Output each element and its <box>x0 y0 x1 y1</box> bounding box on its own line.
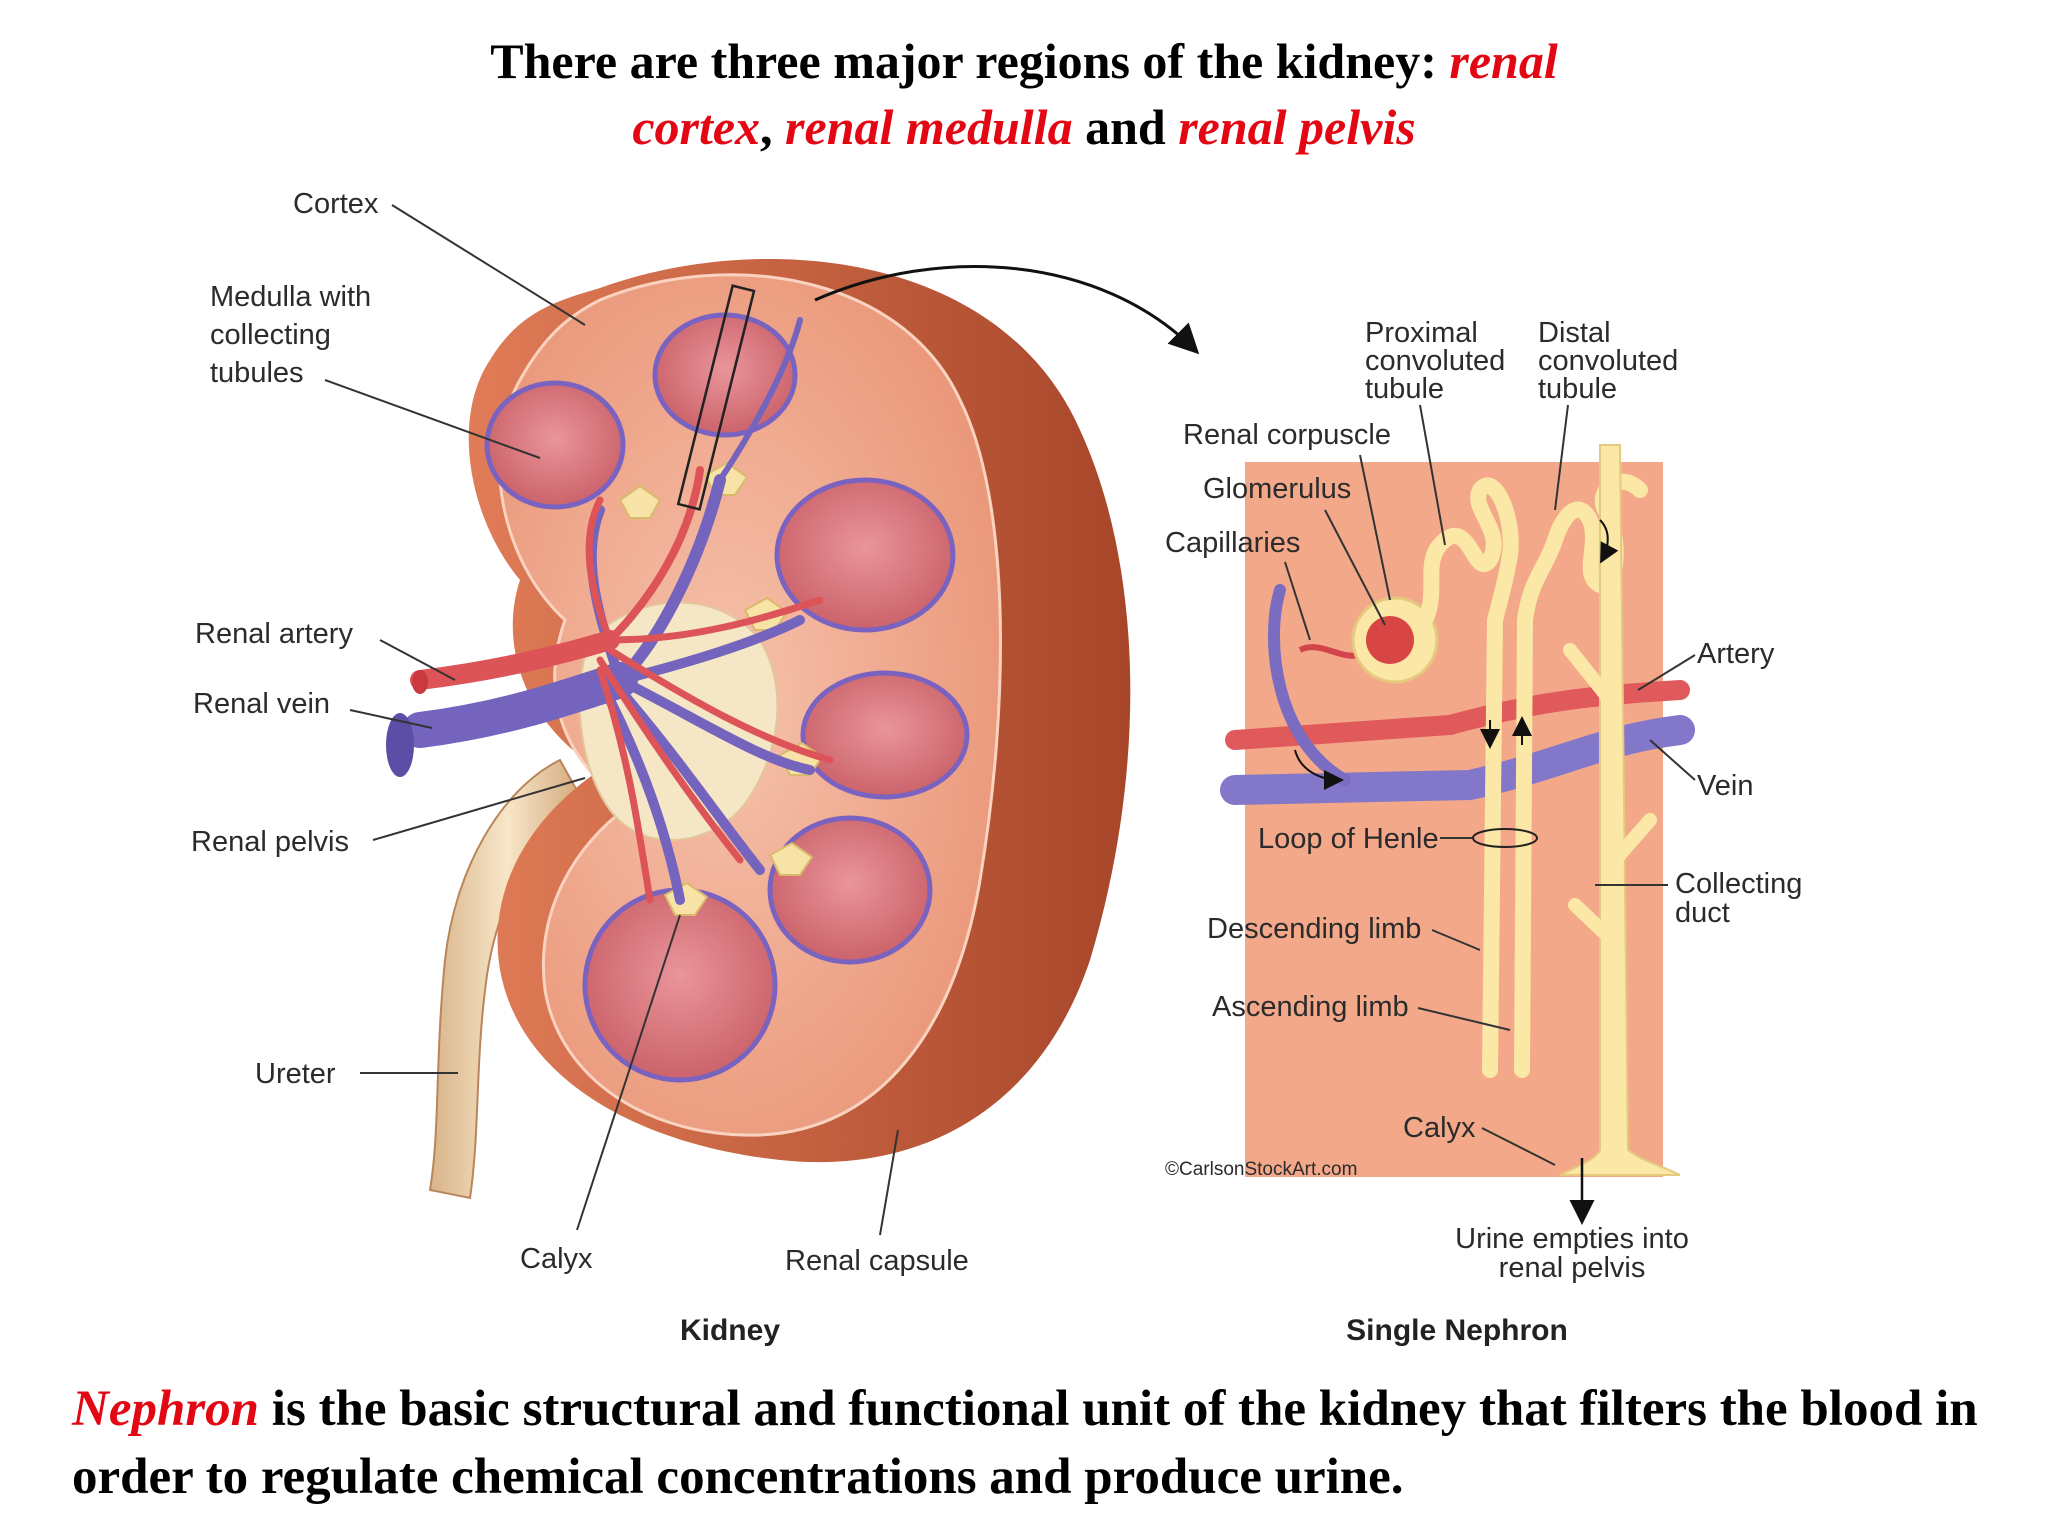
label-calyx: Calyx <box>520 1243 593 1275</box>
calyx-shape <box>618 484 662 519</box>
label-renal-vein: Renal vein <box>193 688 330 720</box>
leader-glomerulus <box>1324 509 1386 626</box>
collecting-duct-branch <box>1563 643 1617 707</box>
nephron-artery-band <box>1225 680 1690 750</box>
label-urine-line-1: Urine empties into <box>1455 1223 1689 1255</box>
leader-renal-vein <box>349 709 433 729</box>
label-nephron-calyx: Calyx <box>1403 1112 1476 1144</box>
leader-renal-corpuscle <box>1359 454 1391 601</box>
leader-nephron-calyx <box>1481 1127 1556 1166</box>
definition-text: is the basic structural and functional u… <box>72 1381 1978 1505</box>
medullary-pyramid <box>800 670 970 800</box>
label-dct-line-1: Distal <box>1538 317 1611 349</box>
title-term-pelvis: renal pelvis <box>1178 99 1416 155</box>
leader-vein <box>1649 739 1696 781</box>
copyright-notice: ©CarlsonStockArt.com <box>1165 1159 1357 1180</box>
label-cortex: Cortex <box>293 188 379 220</box>
label-renal-capsule: Renal capsule <box>785 1245 969 1277</box>
nephron-zoom-box <box>676 284 756 511</box>
medullary-pyramid <box>652 312 798 438</box>
flow-arrow <box>1294 749 1344 790</box>
title-separator-2: and <box>1072 99 1179 155</box>
label-capillaries: Capillaries <box>1165 527 1300 559</box>
nephron-illustration <box>1220 444 1695 1225</box>
label-pct-line-1: Proximal <box>1365 317 1478 349</box>
label-pct-line-2: convoluted <box>1365 345 1505 377</box>
title-term-cortex: cortex <box>632 99 761 155</box>
flow-arrow <box>1599 519 1619 564</box>
label-collecting-duct-line-2: duct <box>1675 897 1730 929</box>
kidney-illustration <box>386 258 1200 1200</box>
title-separator-1: , <box>760 99 786 155</box>
medullary-pyramid <box>484 380 626 510</box>
zoom-arrow <box>814 265 1200 355</box>
kidney-caption: Kidney <box>680 1314 780 1347</box>
loop-of-henle-marker <box>1472 828 1538 848</box>
nephron-definition: Nephron is the basic structural and func… <box>72 1375 2012 1511</box>
label-artery: Artery <box>1697 638 1775 670</box>
peritubular-capillary <box>1267 584 1351 786</box>
leader-medulla <box>324 379 541 459</box>
renal-vein-opening <box>386 713 414 777</box>
label-medulla-line-1: Medulla with <box>210 281 371 313</box>
leader-renal-pelvis <box>372 777 586 841</box>
leader-renal-artery <box>379 639 456 681</box>
title-term-medulla: renal medulla <box>785 99 1073 155</box>
collecting-duct-tube <box>1559 444 1681 1176</box>
leader-dct <box>1554 404 1569 511</box>
label-medulla-line-3: tubules <box>210 357 304 389</box>
label-ascending-limb: Ascending limb <box>1212 991 1409 1023</box>
label-descending-limb: Descending limb <box>1207 913 1421 945</box>
label-dct-line-2: convoluted <box>1538 345 1678 377</box>
collecting-duct-branch <box>1608 813 1657 867</box>
leader-ascending-limb <box>1417 1007 1511 1031</box>
definition-term: Nephron <box>72 1381 260 1437</box>
label-glomerulus: Glomerulus <box>1203 473 1351 505</box>
label-renal-artery: Renal artery <box>195 618 353 650</box>
label-loop-of-henle: Loop of Henle <box>1258 823 1439 855</box>
leader-calyx <box>576 914 681 1231</box>
label-renal-corpuscle: Renal corpuscle <box>1183 419 1391 451</box>
glomerulus-tuft <box>1366 616 1414 664</box>
title-prefix: There are three major regions of the kid… <box>490 33 1450 89</box>
renal-artery-opening <box>412 670 428 694</box>
leader-capillaries <box>1284 561 1311 641</box>
label-collecting-duct-line-1: Collecting <box>1675 868 1802 900</box>
label-medulla-line-2: collecting <box>210 319 331 351</box>
label-ureter: Ureter <box>255 1058 336 1090</box>
label-vein: Vein <box>1697 770 1753 802</box>
collecting-duct-branch <box>1568 898 1619 947</box>
proximal-convoluted-tubule <box>1417 477 1519 1078</box>
label-pct-line-3: tubule <box>1365 373 1444 405</box>
label-dct-line-3: tubule <box>1538 373 1617 405</box>
medullary-pyramid <box>582 887 778 1083</box>
leader-cortex <box>391 204 586 326</box>
leader-renal-capsule <box>879 1129 899 1236</box>
nephron-caption: Single Nephron <box>1346 1314 1568 1347</box>
label-renal-pelvis: Renal pelvis <box>191 826 349 858</box>
leader-descending-limb <box>1431 929 1481 951</box>
slide-title: There are three major regions of the kid… <box>0 28 2048 160</box>
title-term-renal: renal <box>1449 33 1558 89</box>
medullary-pyramid <box>774 477 956 633</box>
leader-artery <box>1637 654 1696 691</box>
medullary-pyramid <box>767 815 933 965</box>
calyx-shape <box>768 841 814 876</box>
leader-pct <box>1419 404 1446 546</box>
label-urine-line-2: renal pelvis <box>1499 1252 1646 1284</box>
